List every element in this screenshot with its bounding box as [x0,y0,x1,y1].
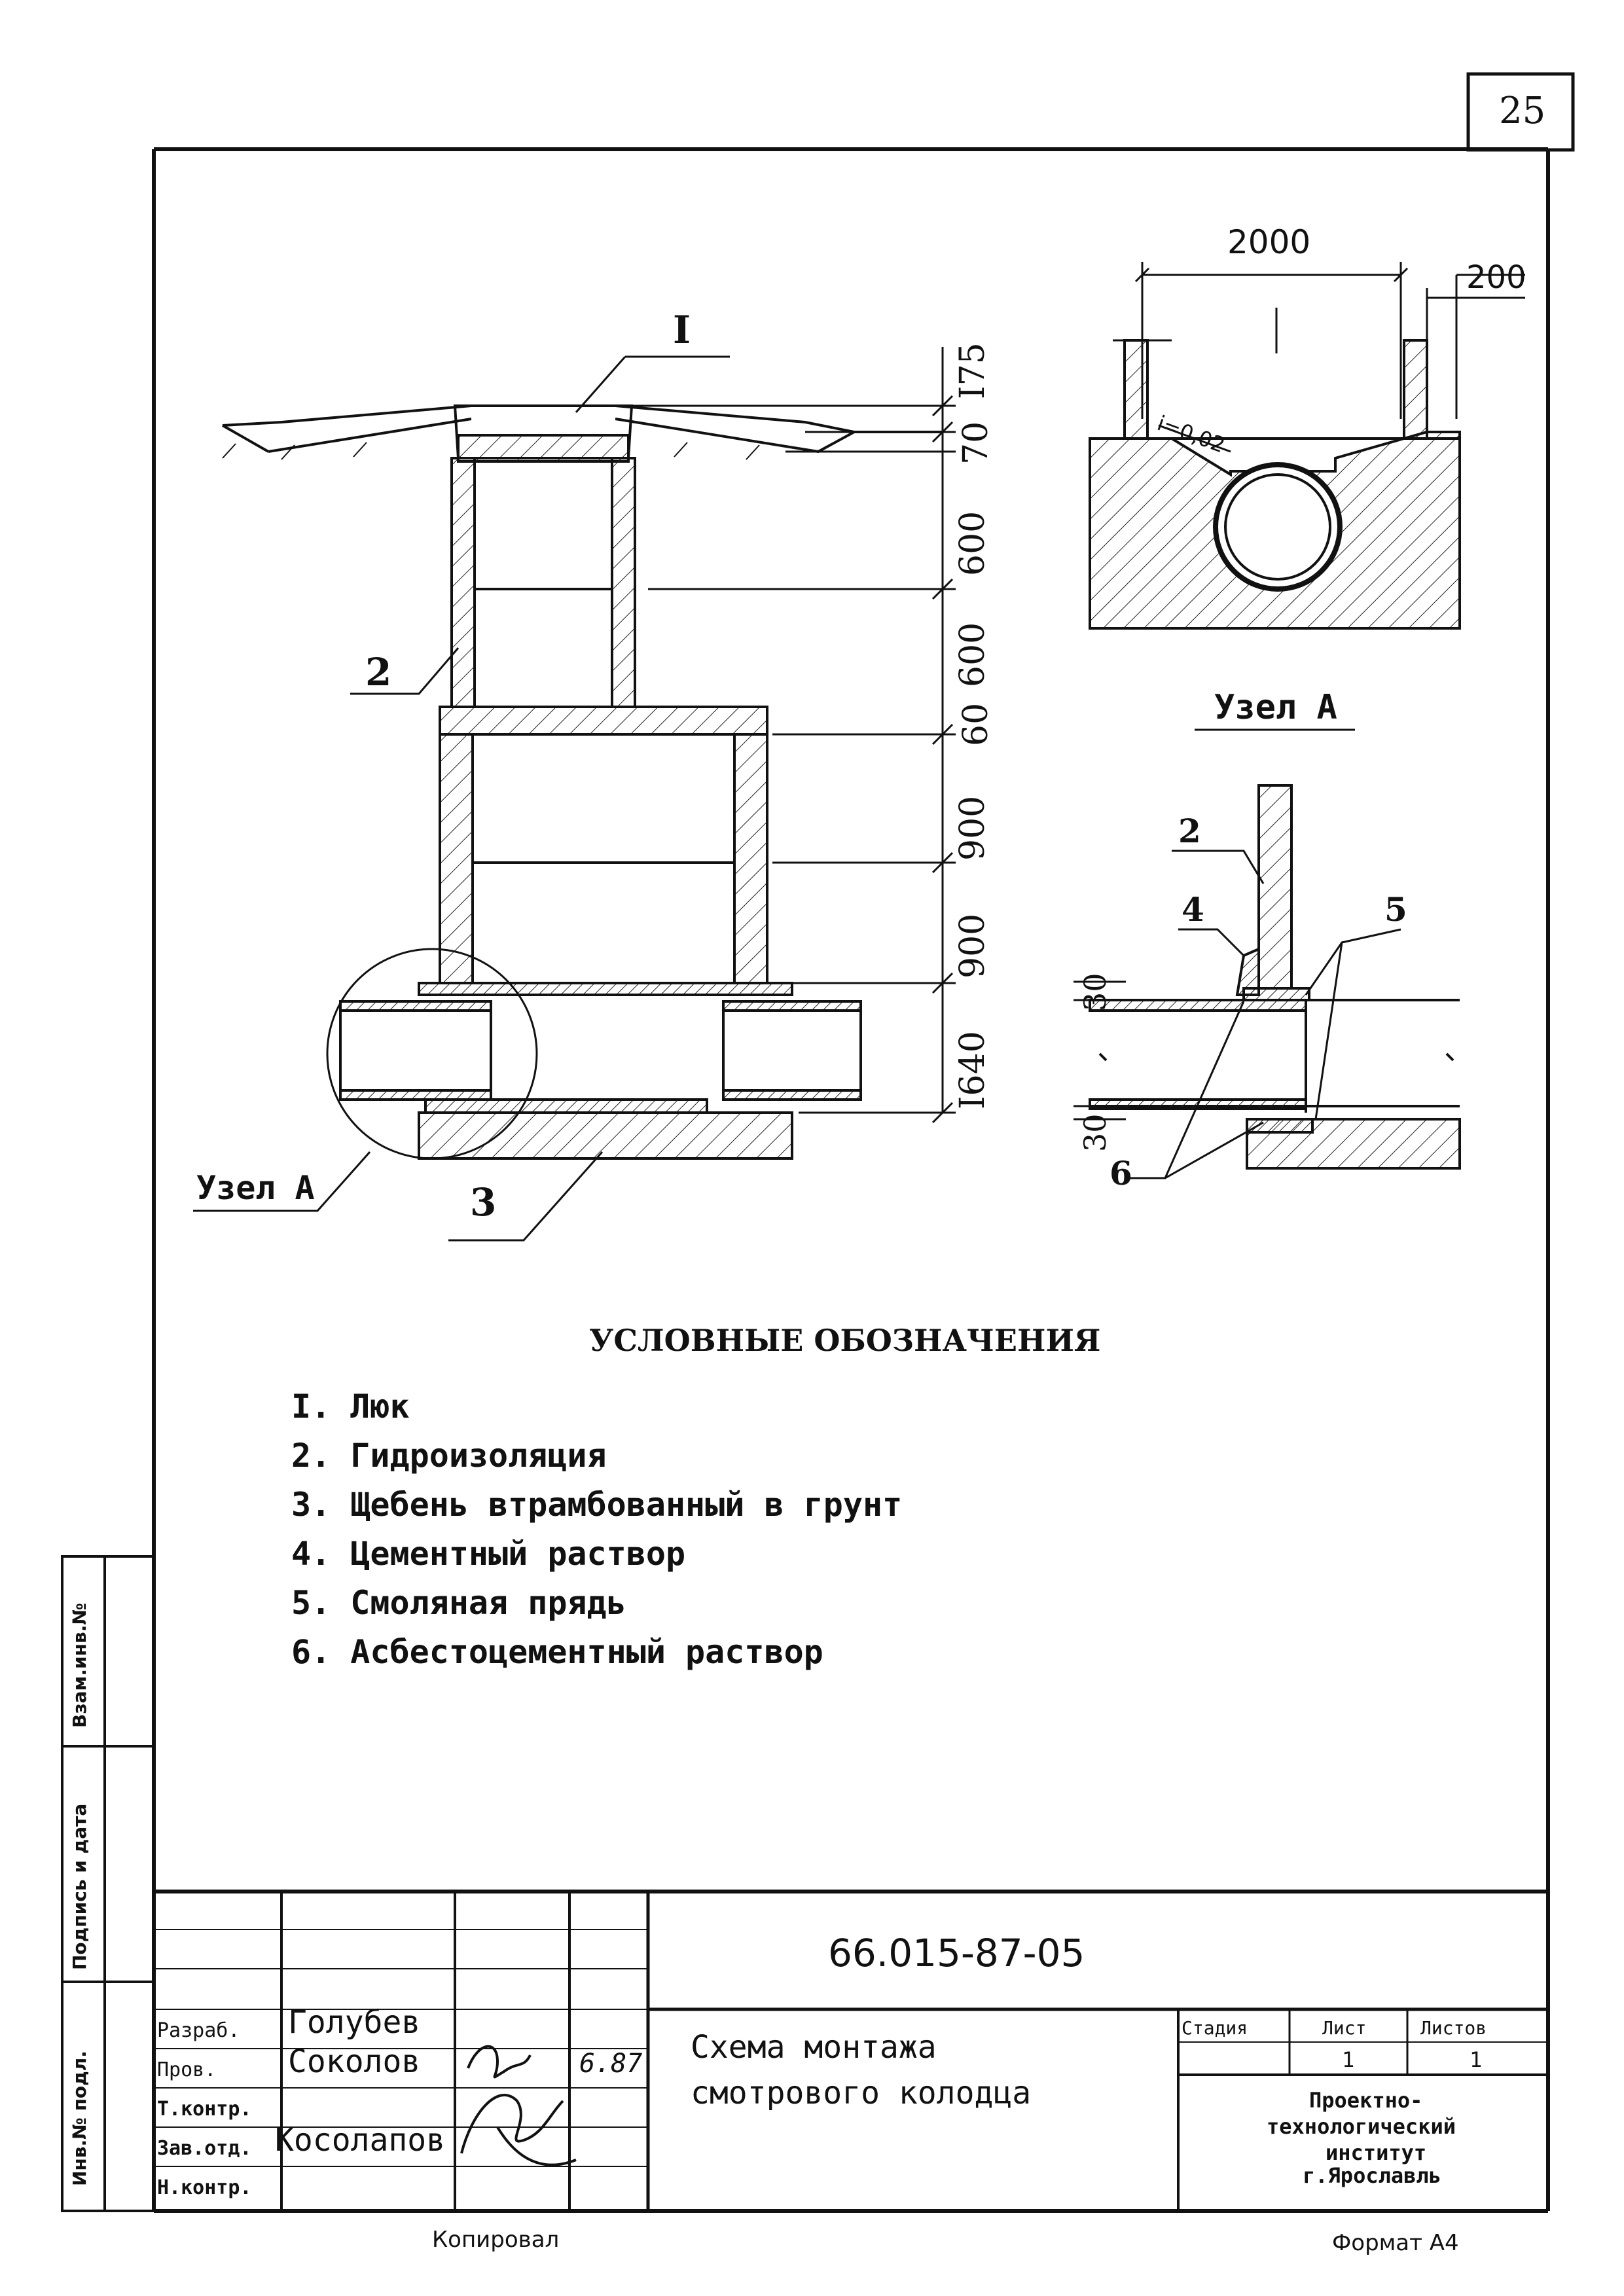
well-section [193,347,956,1242]
title-block-grid [154,1890,1548,2211]
org-line1: Проектно- [1309,2088,1423,2113]
node-a-detail [1074,728,1461,1179]
dim-175: I75 [953,342,992,399]
sheet-label: Лист [1322,2017,1367,2039]
role-dept-head: Зав.отд. [157,2137,252,2160]
copied-label: Копировал [432,2227,560,2253]
dim-600-lower: 600 [953,622,992,687]
callout-2-waterproofing: 2 [365,650,392,694]
dim-900-lower: 900 [953,913,992,978]
name-dept-head: Косолапов [275,2122,446,2159]
legend-item-5: 5. Смоляная прядь [291,1584,626,1622]
drawing-title-line1: Схема монтажа [691,2029,937,2066]
callout-1-hatch: I [673,308,691,352]
side-stamp-signature-date: Подпись и дата [69,1803,90,1970]
role-tech-control: Т.контр. [157,2098,252,2121]
side-stamp-frame [61,1555,155,2212]
dim-600-upper: 600 [953,511,992,576]
dim-1640: I640 [953,1031,992,1109]
node-a-callout-4: 4 [1182,890,1204,929]
legend-title: УСЛОВНЫЕ ОБОЗНАЧЕНИЯ [589,1323,1101,1358]
callout-3-crushed-stone: 3 [470,1180,497,1225]
page-number: 25 [1499,90,1546,132]
node-a-title: Узел А [1214,688,1337,727]
name-developer: Голубев [288,2004,421,2041]
legend-item-3: 3. Щебень втрамбованный в грунт [291,1486,903,1524]
side-stamp-replacement-inventory: Взам.инв.№ [69,1602,90,1728]
role-norm-control: Н.контр. [157,2176,252,2199]
role-checker: Пров. [157,2058,217,2081]
sheets-label: Листов [1420,2017,1487,2039]
role-developer: Разраб. [157,2019,240,2042]
drawing-title-line2: смотрового колодца [691,2075,1032,2111]
top-view [1089,262,1525,630]
sheets-value: 1 [1470,2047,1483,2072]
legend-item-2: 2. Гидроизоляция [291,1437,607,1475]
dim-70: 70 [956,421,996,465]
org-line4: г.Ярославль [1303,2163,1441,2188]
sheet-value: 1 [1342,2047,1355,2072]
top-view-dim-200: 200 [1466,259,1526,296]
dim-60: 60 [956,702,996,746]
signature-marks [460,2045,577,2166]
org-line2: технологический [1267,2114,1456,2139]
document-code: 66.015-87-05 [828,1931,1085,1975]
date-mark: 6.87 [579,2049,643,2079]
top-view-dim-2000: 2000 [1227,223,1311,261]
node-a-callout: Узел А [196,1169,315,1207]
side-stamp-original-inventory: Инв.№ подл. [69,2051,90,2186]
org-line3: институт [1326,2140,1427,2165]
name-checker: Соколов [288,2043,421,2080]
node-a-callout-2: 2 [1178,812,1201,850]
format-label: Формат А4 [1332,2230,1459,2256]
legend-item-6: 6. Асбестоцементный раствор [291,1633,823,1671]
stage-label: Стадия [1182,2017,1248,2039]
node-a-callout-5: 5 [1384,890,1407,929]
legend-item-1: I. Люк [291,1388,410,1426]
node-a-dim-30-bottom: 30 [1077,1113,1113,1152]
node-a-dim-30-top: 30 [1077,973,1113,1011]
dim-900-upper: 900 [953,795,992,861]
legend-item-4: 4. Цементный раствор [291,1535,686,1573]
node-a-callout-6: 6 [1110,1154,1132,1193]
